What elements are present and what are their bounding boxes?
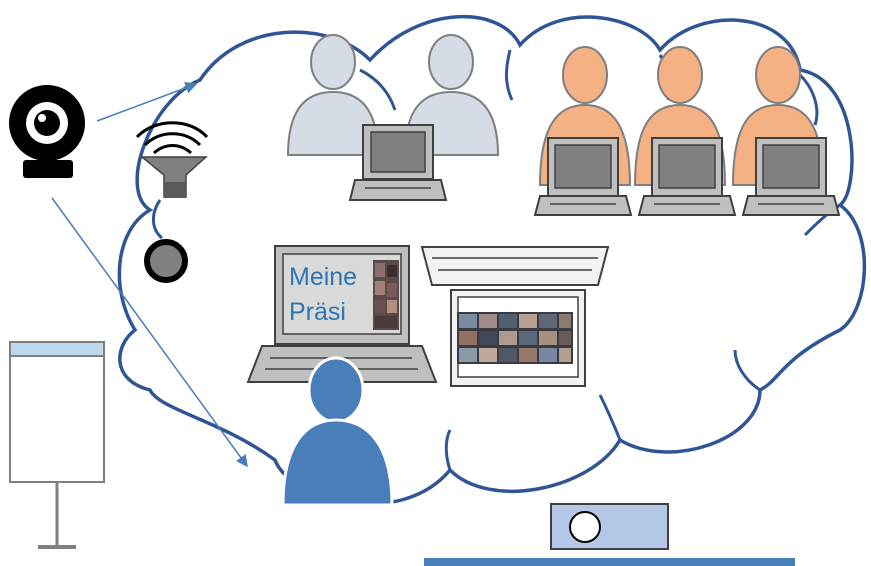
video-conference-laptop xyxy=(420,246,610,387)
laptop-icon xyxy=(348,124,448,201)
remote-participants-orange xyxy=(533,46,841,216)
flipchart-icon xyxy=(9,341,105,549)
laptop-icon xyxy=(741,137,841,216)
microphone-icon xyxy=(135,121,209,198)
record-button-icon[interactable] xyxy=(144,239,188,283)
projector-icon xyxy=(424,503,795,566)
slide-thumbnails xyxy=(373,260,399,330)
laptop-icon xyxy=(533,137,633,216)
webcam-icon xyxy=(9,85,85,178)
presenter-person-icon xyxy=(281,356,394,507)
slide-title-line-2: Präsi xyxy=(289,298,346,326)
slide-title-line-1: Meine xyxy=(289,263,357,291)
webcam-arrows xyxy=(51,82,248,468)
remote-participants-light xyxy=(286,34,500,201)
laptop-icon xyxy=(637,137,737,216)
presenter-laptop: Meine Präsi xyxy=(246,245,438,383)
person-icon xyxy=(286,34,380,156)
video-grid xyxy=(457,312,573,364)
